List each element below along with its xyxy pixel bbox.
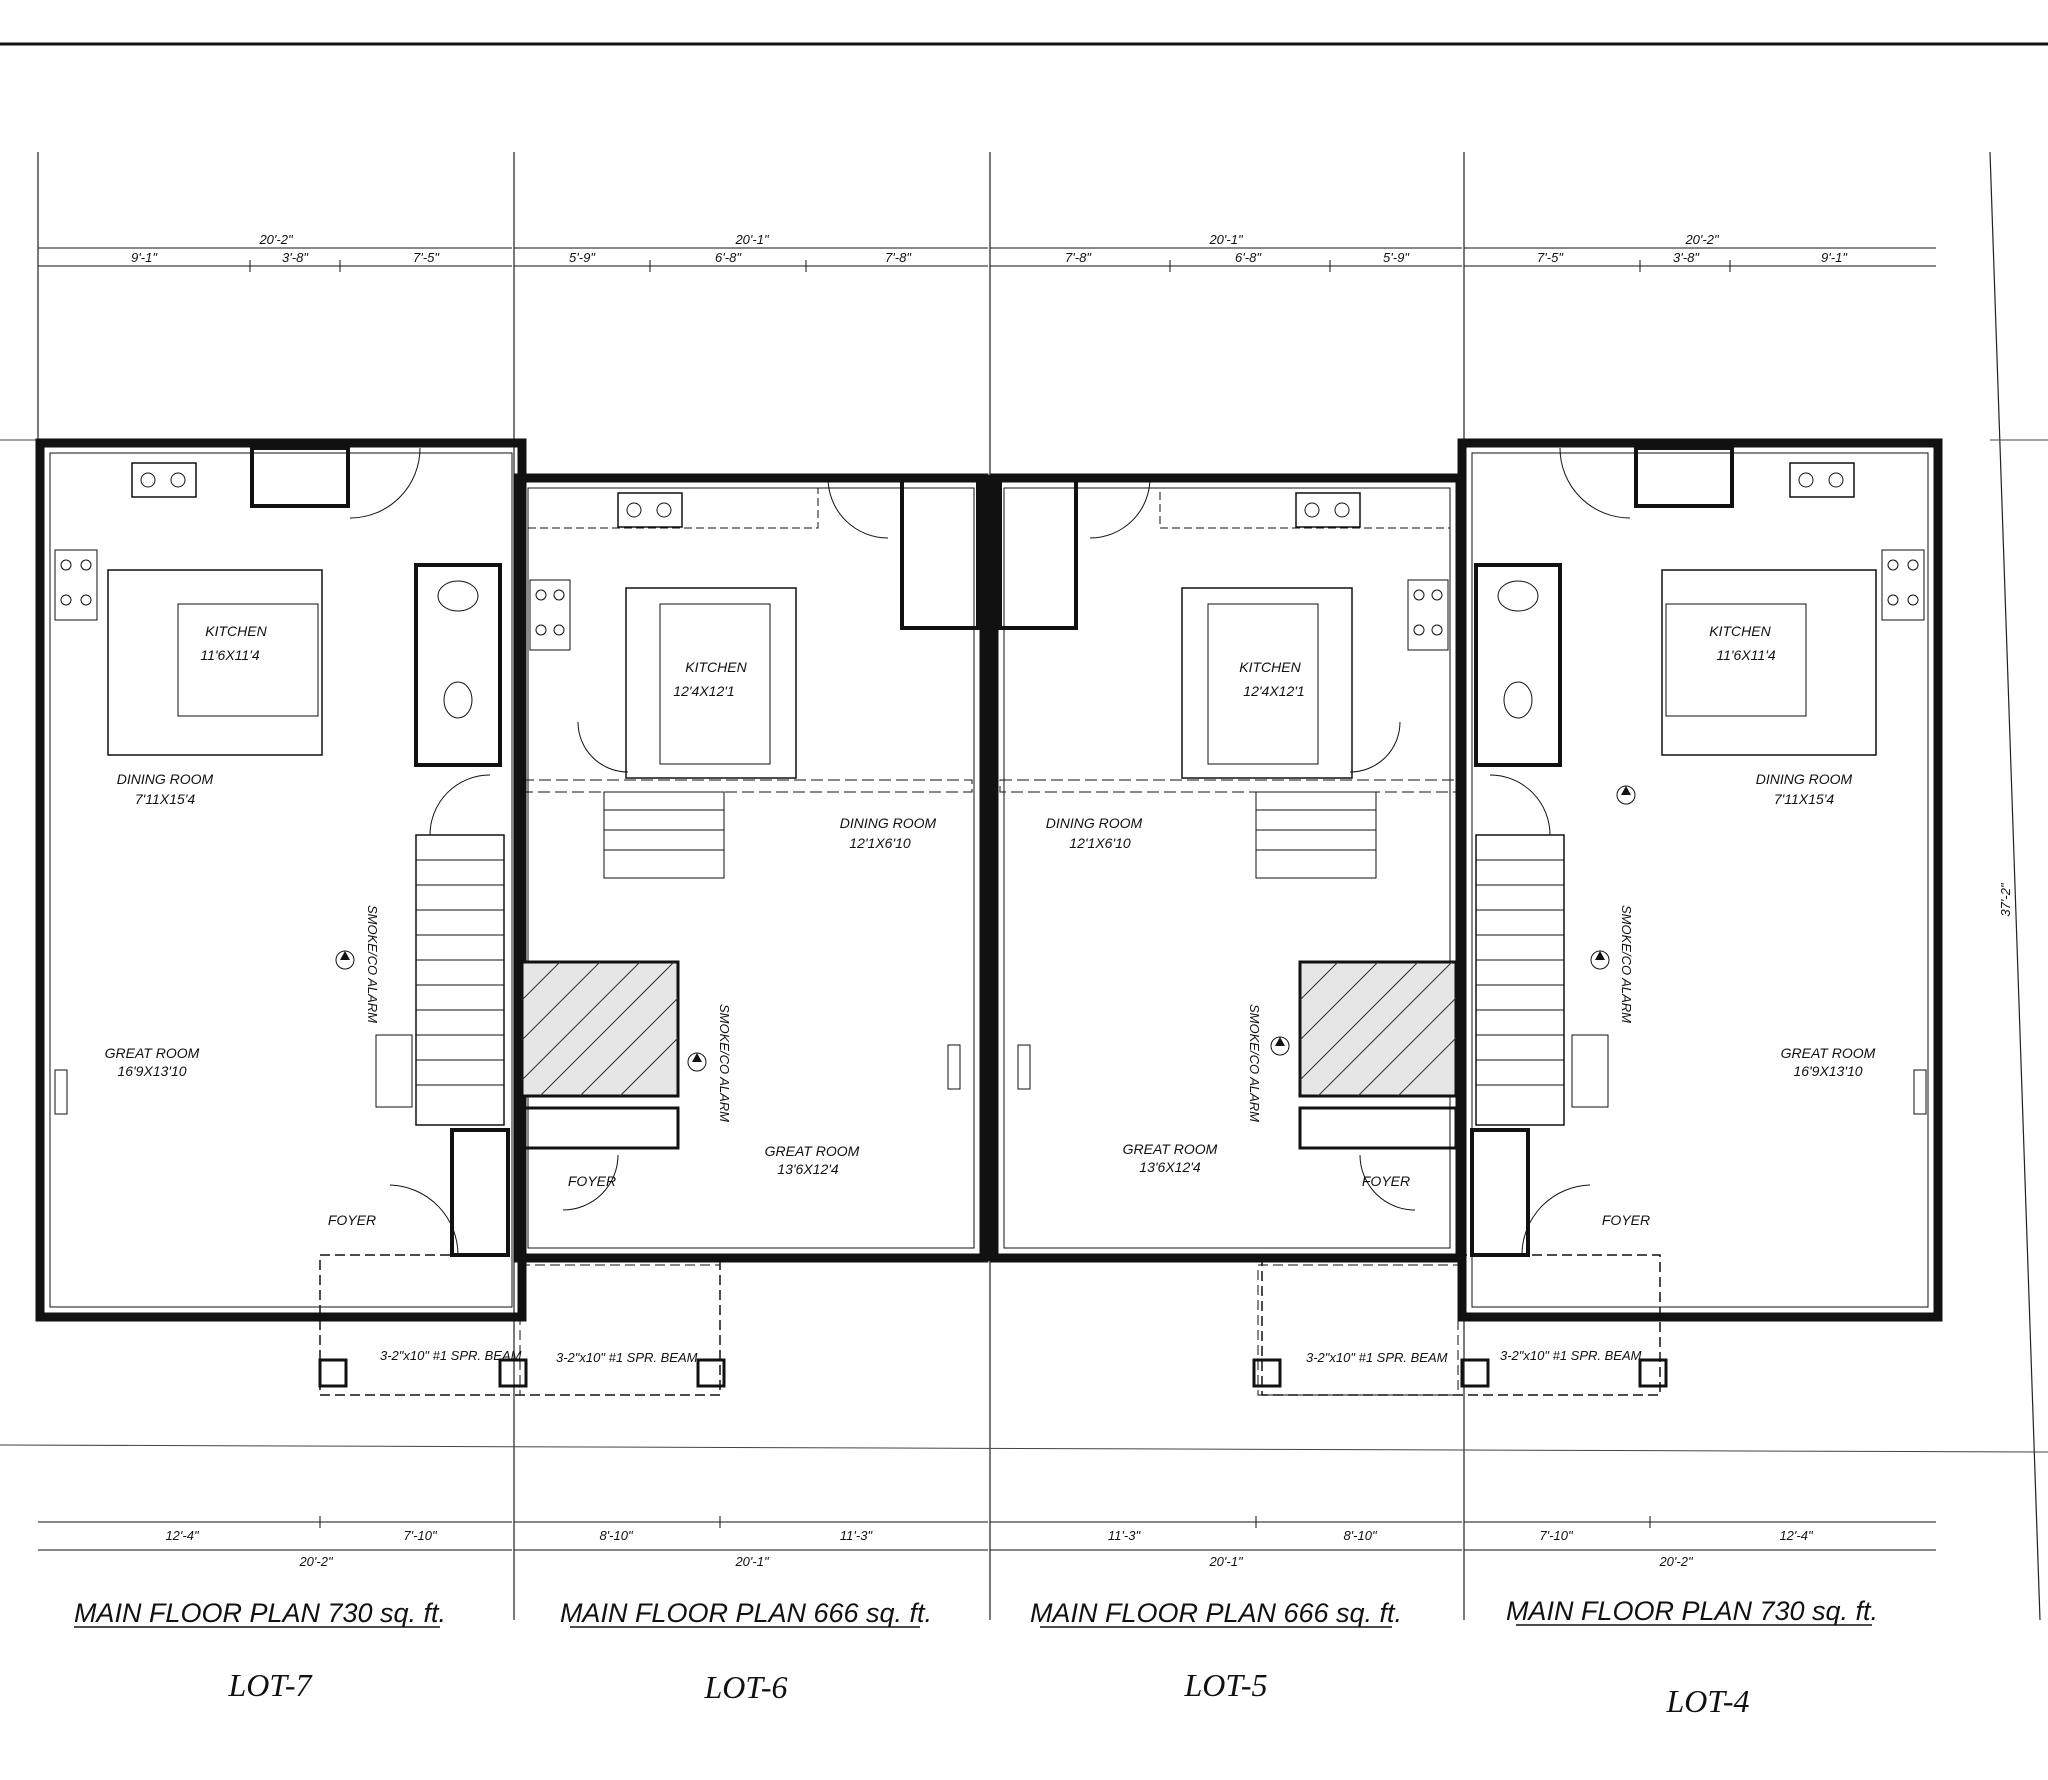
room-kitchen-label: KITCHEN	[1709, 623, 1771, 639]
svg-text:3'-8": 3'-8"	[1673, 250, 1700, 265]
svg-text:12'-4": 12'-4"	[1779, 1528, 1814, 1543]
svg-text:3-2"x10" #1 SPR. BEAM: 3-2"x10" #1 SPR. BEAM	[1500, 1348, 1642, 1363]
room-dining-label: DINING ROOM	[117, 771, 214, 787]
lot-7-caption: MAIN FLOOR PLAN 730 sq. ft.	[74, 1598, 446, 1628]
overall-width-bottom: 20'-2"	[1658, 1554, 1694, 1569]
room-foyer-label: FOYER	[1602, 1212, 1650, 1228]
svg-text:7'-5": 7'-5"	[1537, 250, 1564, 265]
stair	[415, 834, 505, 1126]
svg-text:3-2"x10" #1 SPR. BEAM: 3-2"x10" #1 SPR. BEAM	[556, 1350, 698, 1365]
overall-width-bottom: 20'-1"	[1208, 1554, 1244, 1569]
unit-lot-5: SMOKE/CO ALARM KITCHEN 12'4X12'1 DINING …	[989, 232, 1465, 1703]
room-kitchen-label: KITCHEN	[685, 659, 747, 675]
site-lines	[0, 439, 2048, 1453]
room-dining-label: DINING ROOM	[840, 815, 937, 831]
svg-text:SMOKE/CO ALARM: SMOKE/CO ALARM	[365, 905, 380, 1023]
stair	[999, 779, 1457, 793]
kitchen-sink	[617, 492, 683, 528]
stair	[1475, 834, 1565, 1126]
room-great-label: GREAT ROOM	[105, 1045, 200, 1061]
room-kitchen-label: KITCHEN	[205, 623, 267, 639]
room-great-size: 13'6X12'4	[1139, 1159, 1201, 1175]
svg-text:11'-3": 11'-3"	[1108, 1528, 1142, 1543]
stair	[521, 779, 973, 793]
kitchen-sink	[1789, 462, 1855, 498]
porch	[1261, 1254, 1661, 1396]
svg-text:9'-1": 9'-1"	[1821, 250, 1848, 265]
room-dining-size: 12'1X6'10	[849, 835, 911, 851]
svg-text:7'-10": 7'-10"	[1539, 1528, 1574, 1543]
svg-text:SMOKE/CO ALARM: SMOKE/CO ALARM	[1247, 1004, 1262, 1122]
svg-text:6'-8": 6'-8"	[715, 250, 742, 265]
svg-text:5'-9": 5'-9"	[569, 250, 596, 265]
room-foyer-label: FOYER	[568, 1173, 616, 1189]
room-dining-size: 7'11X15'4	[135, 791, 196, 807]
room-kitchen-size: 12'4X12'1	[673, 683, 734, 699]
svg-text:SMOKE/CO ALARM: SMOKE/CO ALARM	[717, 1004, 732, 1122]
room-kitchen-size: 12'4X12'1	[1243, 683, 1304, 699]
room-dining-size: 7'11X15'4	[1774, 791, 1835, 807]
svg-text:SMOKE/CO ALARM: SMOKE/CO ALARM	[1619, 905, 1634, 1023]
room-kitchen-label: KITCHEN	[1239, 659, 1301, 675]
lot-dividers	[37, 151, 2041, 1621]
overall-depth: 37'-2"	[1998, 882, 2013, 917]
overall-width-top: 20'-1"	[1208, 232, 1244, 247]
outer-wall	[1457, 438, 1943, 1322]
lot-4-caption: MAIN FLOOR PLAN 730 sq. ft.	[1506, 1596, 1878, 1626]
svg-text:7'-5": 7'-5"	[413, 250, 440, 265]
svg-text:8'-10": 8'-10"	[599, 1528, 634, 1543]
room-foyer-label: FOYER	[1362, 1173, 1410, 1189]
room-dining-label: DINING ROOM	[1756, 771, 1853, 787]
svg-text:9'-1": 9'-1"	[131, 250, 158, 265]
lot-6-label: LOT-6	[704, 1669, 788, 1705]
room-dining-size: 12'1X6'10	[1069, 835, 1131, 851]
overall-width-top: 20'-2"	[1684, 232, 1720, 247]
svg-text:7'-10": 7'-10"	[403, 1528, 438, 1543]
svg-text:3'-8": 3'-8"	[282, 250, 309, 265]
lot-5-caption: MAIN FLOOR PLAN 666 sq. ft.	[1030, 1598, 1402, 1628]
unit-lot-4: SMOKE/CO ALARM KITCHEN 11'6X11'4 DINING …	[1261, 232, 2013, 1719]
unit-lot-6: SMOKE/CO ALARM KITCHEN 12'4X12'1 DINING …	[513, 232, 989, 1705]
room-great-size: 13'6X12'4	[777, 1161, 839, 1177]
room-great-label: GREAT ROOM	[1781, 1045, 1876, 1061]
room-kitchen-size: 11'6X11'4	[200, 647, 260, 663]
outer-wall	[989, 473, 1465, 1263]
room-great-label: GREAT ROOM	[1123, 1141, 1218, 1157]
svg-text:3-2"x10" #1 SPR. BEAM: 3-2"x10" #1 SPR. BEAM	[1306, 1350, 1448, 1365]
outer-wall	[35, 438, 527, 1322]
room-foyer-label: FOYER	[328, 1212, 376, 1228]
porch	[1257, 1264, 1459, 1396]
kitchen-sink	[1295, 492, 1361, 528]
svg-text:3-2"x10" #1 SPR. BEAM: 3-2"x10" #1 SPR. BEAM	[380, 1348, 522, 1363]
outer-wall	[513, 473, 989, 1263]
svg-text:12'-4": 12'-4"	[165, 1528, 200, 1543]
lot-7-label: LOT-7	[228, 1667, 314, 1703]
lot-4-label: LOT-4	[1666, 1683, 1750, 1719]
room-great-size: 16'9X13'10	[117, 1063, 186, 1079]
svg-text:6'-8": 6'-8"	[1235, 250, 1262, 265]
svg-text:7'-8": 7'-8"	[885, 250, 912, 265]
svg-text:8'-10": 8'-10"	[1343, 1528, 1378, 1543]
svg-text:7'-8": 7'-8"	[1065, 250, 1092, 265]
room-great-size: 16'9X13'10	[1793, 1063, 1862, 1079]
kitchen-sink	[131, 462, 197, 498]
room-dining-label: DINING ROOM	[1046, 815, 1143, 831]
svg-text:11'-3": 11'-3"	[840, 1528, 874, 1543]
overall-width-bottom: 20'-2"	[298, 1554, 334, 1569]
svg-text:5'-9": 5'-9"	[1383, 250, 1410, 265]
lot-6-caption: MAIN FLOOR PLAN 666 sq. ft.	[560, 1598, 932, 1628]
room-great-label: GREAT ROOM	[765, 1143, 860, 1159]
overall-width-top: 20'-2"	[258, 232, 294, 247]
room-kitchen-size: 11'6X11'4	[1716, 647, 1776, 663]
overall-width-bottom: 20'-1"	[734, 1554, 770, 1569]
overall-width-top: 20'-1"	[734, 232, 770, 247]
lot-5-label: LOT-5	[1184, 1667, 1268, 1703]
porch	[519, 1264, 721, 1396]
